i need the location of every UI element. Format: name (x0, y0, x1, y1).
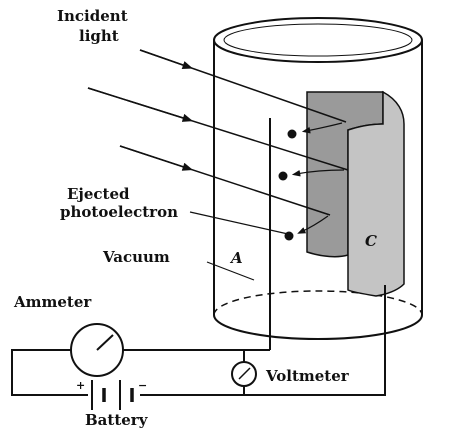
light-ray-2-arrow (87, 87, 194, 122)
tube-bottom-front (213, 314, 423, 340)
photoelectron-path-3 (297, 215, 329, 234)
light-ray-3-arrow (119, 145, 193, 171)
ammeter (70, 323, 124, 377)
tube-bottom-back (213, 290, 423, 316)
battery (91, 380, 134, 410)
incident-light-label-line1: Incident (57, 7, 128, 25)
battery-label: Battery (85, 411, 149, 429)
ejected-photoelectron-label-line1: Ejected (67, 185, 130, 203)
anode-label: A (229, 249, 243, 267)
leader-lines (189, 211, 289, 281)
cathode-label: C (365, 232, 377, 250)
light-ray-1-arrow (139, 49, 193, 70)
cathode-plate (306, 90, 405, 297)
incident-light-rays (87, 49, 349, 216)
photoelectron-dot-2 (278, 171, 288, 181)
incident-light-label-line2: light (79, 27, 119, 45)
circuit-top-wire (11, 349, 270, 396)
external-circuit (11, 285, 386, 396)
photoelectron-path-2 (291, 169, 345, 177)
voltmeter-needle (238, 367, 251, 380)
photoelectron-path-1 (301, 122, 343, 134)
cathode-inner-face (347, 90, 405, 297)
tube-top-rim (213, 17, 423, 63)
ammeter-needle (96, 334, 114, 351)
ejected-photoelectron-label-line2: photoelectron (60, 203, 178, 221)
photoelectron-leader-line (189, 211, 289, 235)
tube-top-inner-rim (223, 23, 413, 57)
vacuum-label: Vacuum (102, 248, 170, 266)
photoelectron-dot-3 (284, 231, 294, 241)
ammeter-label: Ammeter (13, 293, 92, 311)
photoelectron-dot-1 (287, 129, 297, 139)
voltmeter-label: Voltmeter (265, 367, 350, 385)
vacuum-leader-line (206, 261, 255, 281)
battery-minus-sign: − (138, 379, 147, 392)
battery-plus-sign: + (76, 379, 85, 392)
voltmeter (231, 361, 257, 387)
circuit-bottom-wire (140, 285, 386, 396)
